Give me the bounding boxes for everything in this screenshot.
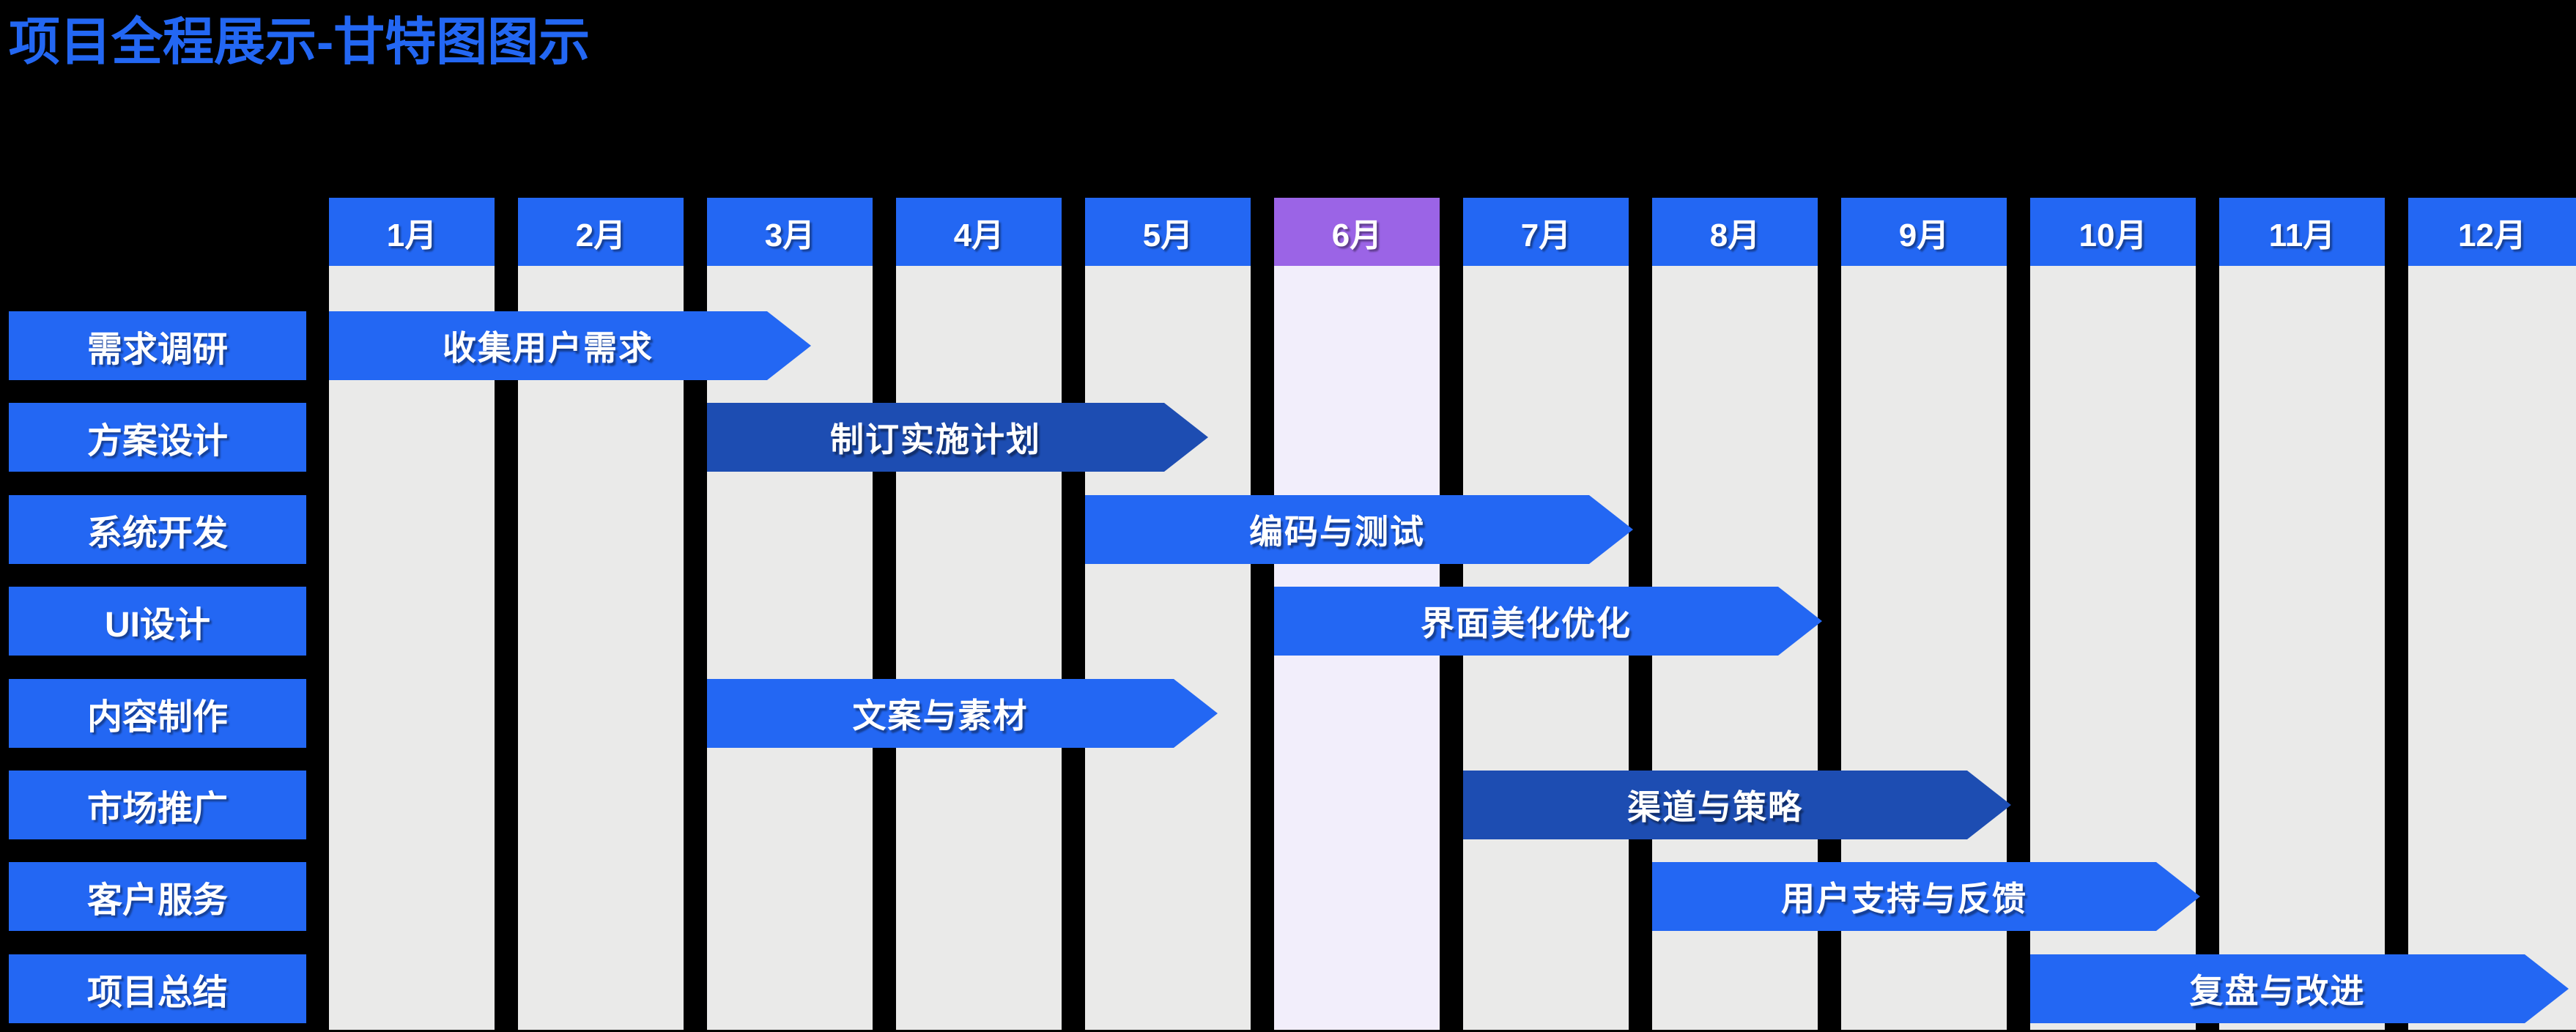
task-category-label: 需求调研 bbox=[9, 311, 306, 380]
month-label: 10月 bbox=[2079, 217, 2147, 253]
task-bar: 用户支持与反馈 bbox=[1652, 862, 2200, 931]
task-bar: 收集用户需求 bbox=[329, 311, 811, 380]
month-column-body bbox=[2219, 266, 2385, 1030]
task-bar-label: 文案与素材 bbox=[852, 697, 1029, 735]
month-header: 1月 bbox=[329, 198, 495, 266]
month-header: 9月 bbox=[1841, 198, 2007, 266]
task-bar-label: 渠道与策略 bbox=[1627, 788, 1803, 826]
task-category-text: 方案设计 bbox=[86, 422, 228, 461]
task-bar: 复盘与改进 bbox=[2030, 954, 2569, 1023]
task-bar-label: 界面美化优化 bbox=[1421, 604, 1632, 642]
page-title: 项目全程展示-甘特图图示 bbox=[9, 13, 591, 70]
month-label: 4月 bbox=[953, 217, 1004, 253]
task-category-label: 项目总结 bbox=[9, 954, 306, 1023]
month-label: 1月 bbox=[386, 217, 437, 253]
month-column-body bbox=[896, 266, 1062, 1030]
month-header: 5月 bbox=[1085, 198, 1251, 266]
month-column-body bbox=[1085, 266, 1251, 1030]
month-column: 5月 bbox=[1085, 198, 1251, 1030]
month-column-body bbox=[707, 266, 873, 1030]
task-bar: 渠道与策略 bbox=[1463, 771, 2011, 839]
task-category-label: 方案设计 bbox=[9, 403, 306, 472]
task-bar-label: 编码与测试 bbox=[1249, 513, 1425, 551]
task-category-text: UI设计 bbox=[104, 606, 210, 645]
task-category-label: 系统开发 bbox=[9, 495, 306, 564]
month-header: 3月 bbox=[707, 198, 873, 266]
month-label: 7月 bbox=[1520, 217, 1572, 253]
task-bar: 编码与测试 bbox=[1085, 495, 1633, 564]
month-label: 6月 bbox=[1331, 217, 1383, 253]
month-header: 10月 bbox=[2030, 198, 2196, 266]
month-header: 2月 bbox=[518, 198, 684, 266]
month-label: 11月 bbox=[2268, 217, 2336, 253]
task-category-label: 内容制作 bbox=[9, 679, 306, 748]
task-bar-label: 制订实施计划 bbox=[830, 420, 1041, 459]
month-label: 3月 bbox=[764, 217, 815, 253]
month-column-body bbox=[2408, 266, 2576, 1030]
month-column: 3月 bbox=[707, 198, 873, 1030]
task-bar: 文案与素材 bbox=[707, 679, 1218, 748]
task-bar-label: 用户支持与反馈 bbox=[1781, 880, 2027, 918]
month-header: 8月 bbox=[1652, 198, 1818, 266]
month-header: 4月 bbox=[896, 198, 1062, 266]
task-bar: 界面美化优化 bbox=[1274, 587, 1822, 656]
month-column: 4月 bbox=[896, 198, 1062, 1030]
month-label: 12月 bbox=[2458, 217, 2526, 253]
month-header: 7月 bbox=[1463, 198, 1629, 266]
month-header: 6月 bbox=[1274, 198, 1440, 266]
task-bar-label: 复盘与改进 bbox=[2189, 972, 2366, 1010]
month-label: 8月 bbox=[1709, 217, 1761, 253]
task-category-label: 客户服务 bbox=[9, 862, 306, 931]
task-category-text: 客户服务 bbox=[86, 881, 228, 920]
task-category-text: 内容制作 bbox=[86, 698, 228, 737]
task-category-text: 需求调研 bbox=[86, 330, 228, 369]
task-category-text: 系统开发 bbox=[86, 514, 228, 553]
month-column: 1月 bbox=[329, 198, 495, 1030]
month-label: 9月 bbox=[1898, 217, 1950, 253]
task-category-text: 市场推广 bbox=[86, 790, 228, 828]
month-header: 12月 bbox=[2408, 198, 2576, 266]
task-category-label: UI设计 bbox=[9, 587, 306, 656]
month-column: 12月 bbox=[2408, 198, 2576, 1030]
month-label: 2月 bbox=[575, 217, 626, 253]
month-column-body bbox=[518, 266, 684, 1030]
task-bar: 制订实施计划 bbox=[707, 403, 1208, 472]
month-column-body bbox=[329, 266, 495, 1030]
task-bar-label: 收集用户需求 bbox=[443, 329, 654, 367]
task-category-label: 市场推广 bbox=[9, 771, 306, 839]
month-label: 5月 bbox=[1142, 217, 1193, 253]
month-header: 11月 bbox=[2219, 198, 2385, 266]
month-column: 11月 bbox=[2219, 198, 2385, 1030]
month-column: 2月 bbox=[518, 198, 684, 1030]
task-category-text: 项目总结 bbox=[86, 973, 228, 1012]
